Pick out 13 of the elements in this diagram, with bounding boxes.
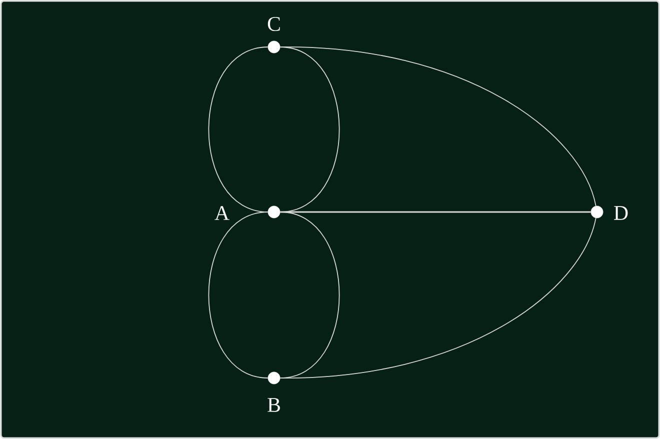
graph-edge: [280, 211, 591, 213]
vertex-dot: [590, 206, 604, 218]
vertex-dot: [268, 40, 280, 54]
graph-edge: [208, 212, 268, 378]
graph-edge: [280, 218, 596, 378]
vertex-dot: [268, 372, 280, 384]
vertex-label: D: [614, 206, 628, 220]
graph-edge: [208, 46, 268, 212]
graph-edge: [280, 46, 596, 206]
vertex-label: A: [214, 206, 230, 220]
vertex-label: C: [268, 16, 280, 32]
vertex-dot: [268, 206, 280, 218]
vertex-label: B: [268, 398, 280, 412]
